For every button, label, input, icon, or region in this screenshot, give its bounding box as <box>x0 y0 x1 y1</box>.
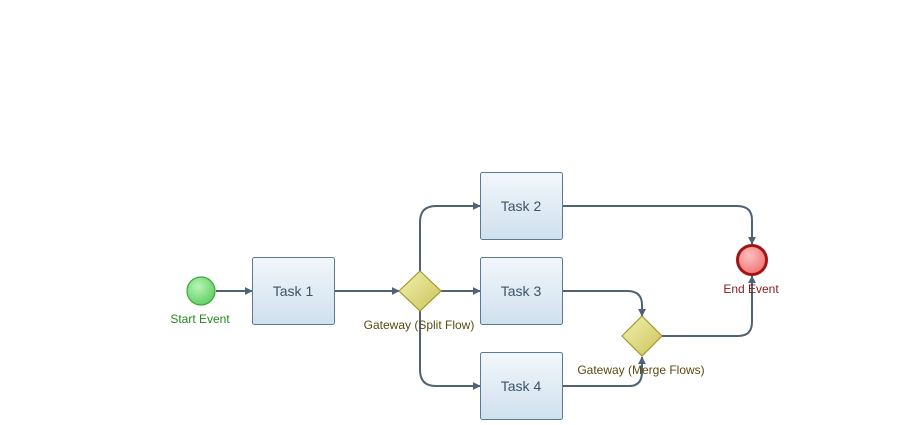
flow-split-to-task2[interactable] <box>419 202 481 271</box>
task-1[interactable]: Task 1 <box>252 257 335 325</box>
task-2-label: Task 2 <box>501 198 542 214</box>
task-3-box[interactable] <box>480 257 563 325</box>
split-gateway-label: Gateway (Split Flow) <box>364 318 475 332</box>
split-gateway[interactable]: Gateway (Split Flow) <box>364 270 475 332</box>
flow-merge-to-end[interactable] <box>662 275 756 337</box>
sequence-flows <box>216 202 756 390</box>
start-event[interactable]: Start Event <box>170 276 230 326</box>
task-3[interactable]: Task 3 <box>480 257 563 325</box>
end-event[interactable]: End Event <box>723 244 779 297</box>
end-event-label: End Event <box>723 282 779 296</box>
task-3-label: Task 3 <box>501 283 542 299</box>
task-1-box[interactable] <box>252 257 335 325</box>
merge-gateway[interactable]: Gateway (Merge Flows) <box>577 315 705 377</box>
flow-task2-to-end[interactable] <box>563 205 756 245</box>
task-2-box[interactable] <box>480 172 563 240</box>
merge-gateway-label: Gateway (Merge Flows) <box>577 363 704 377</box>
gateway-diamond-icon[interactable] <box>621 315 663 357</box>
task-2[interactable]: Task 2 <box>480 172 563 240</box>
gateway-diamond-icon[interactable] <box>398 270 442 312</box>
flow-task3-to-merge-gateway[interactable] <box>563 290 646 317</box>
end-event-icon[interactable] <box>736 244 768 276</box>
flow-split-to-task4[interactable] <box>419 311 481 390</box>
task-4-box[interactable] <box>480 352 563 420</box>
task-1-label: Task 1 <box>273 283 314 299</box>
flow-task4-to-merge-gateway[interactable] <box>563 356 646 387</box>
task-4[interactable]: Task 4 <box>480 352 563 420</box>
start-event-icon[interactable] <box>186 276 216 306</box>
start-event-label: Start Event <box>170 312 230 326</box>
task-4-label: Task 4 <box>501 378 542 394</box>
